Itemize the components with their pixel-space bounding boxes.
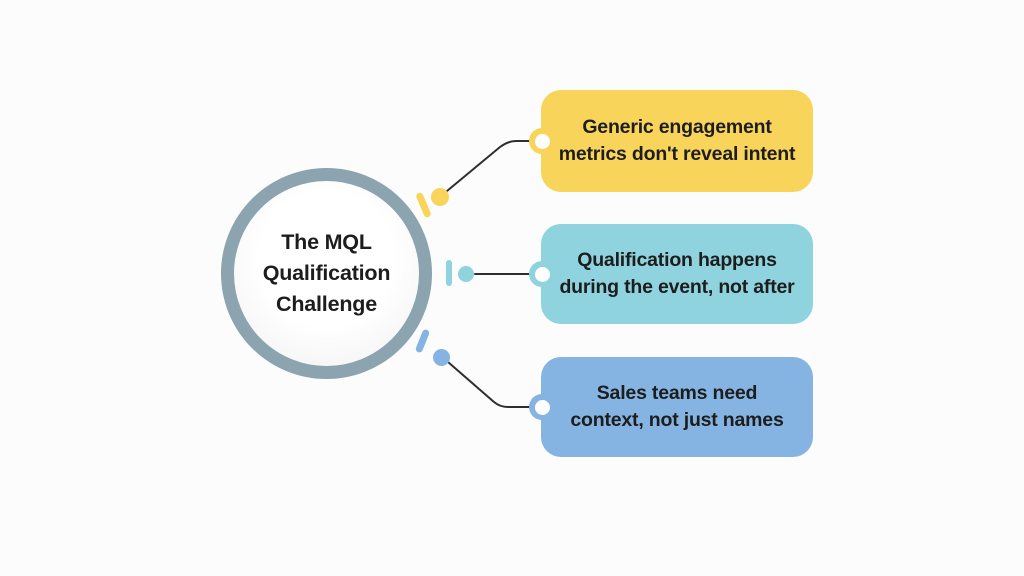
card-text-line: Qualification happens [577,249,777,271]
card-text-line: metrics don't reveal intent [558,143,796,165]
accent-dot-teal-icon [458,266,474,282]
central-topic-title-line: Challenge [276,292,377,316]
card-qualification-timing: Qualification happens during the event, … [529,224,813,324]
connector-port-icon [529,261,555,287]
central-topic-circle: The MQL Qualification Challenge [221,168,432,379]
central-topic-title-line: The MQL [281,230,372,254]
card-text-line: Generic engagement [582,116,772,138]
central-topic-title-line: Qualification [262,261,391,285]
accent-dash-blue-icon [414,328,431,354]
accent-dot-blue-icon [433,349,450,366]
connector-line-top [446,140,532,192]
connector-line-bottom [447,361,531,408]
accent-dot-yellow-icon [431,188,449,206]
connector-port-icon [529,394,555,420]
card-sales-context: Sales teams need context, not just names [529,357,813,457]
connector-port-icon [529,128,555,154]
card-text-line: context, not just names [570,409,784,431]
accent-dash-teal-icon [446,260,452,286]
accent-dash-yellow-icon [415,191,432,219]
card-generic-engagement: Generic engagement metrics don't reveal … [529,90,813,192]
card-text-line: during the event, not after [559,276,795,298]
card-text-line: Sales teams need [596,382,758,404]
